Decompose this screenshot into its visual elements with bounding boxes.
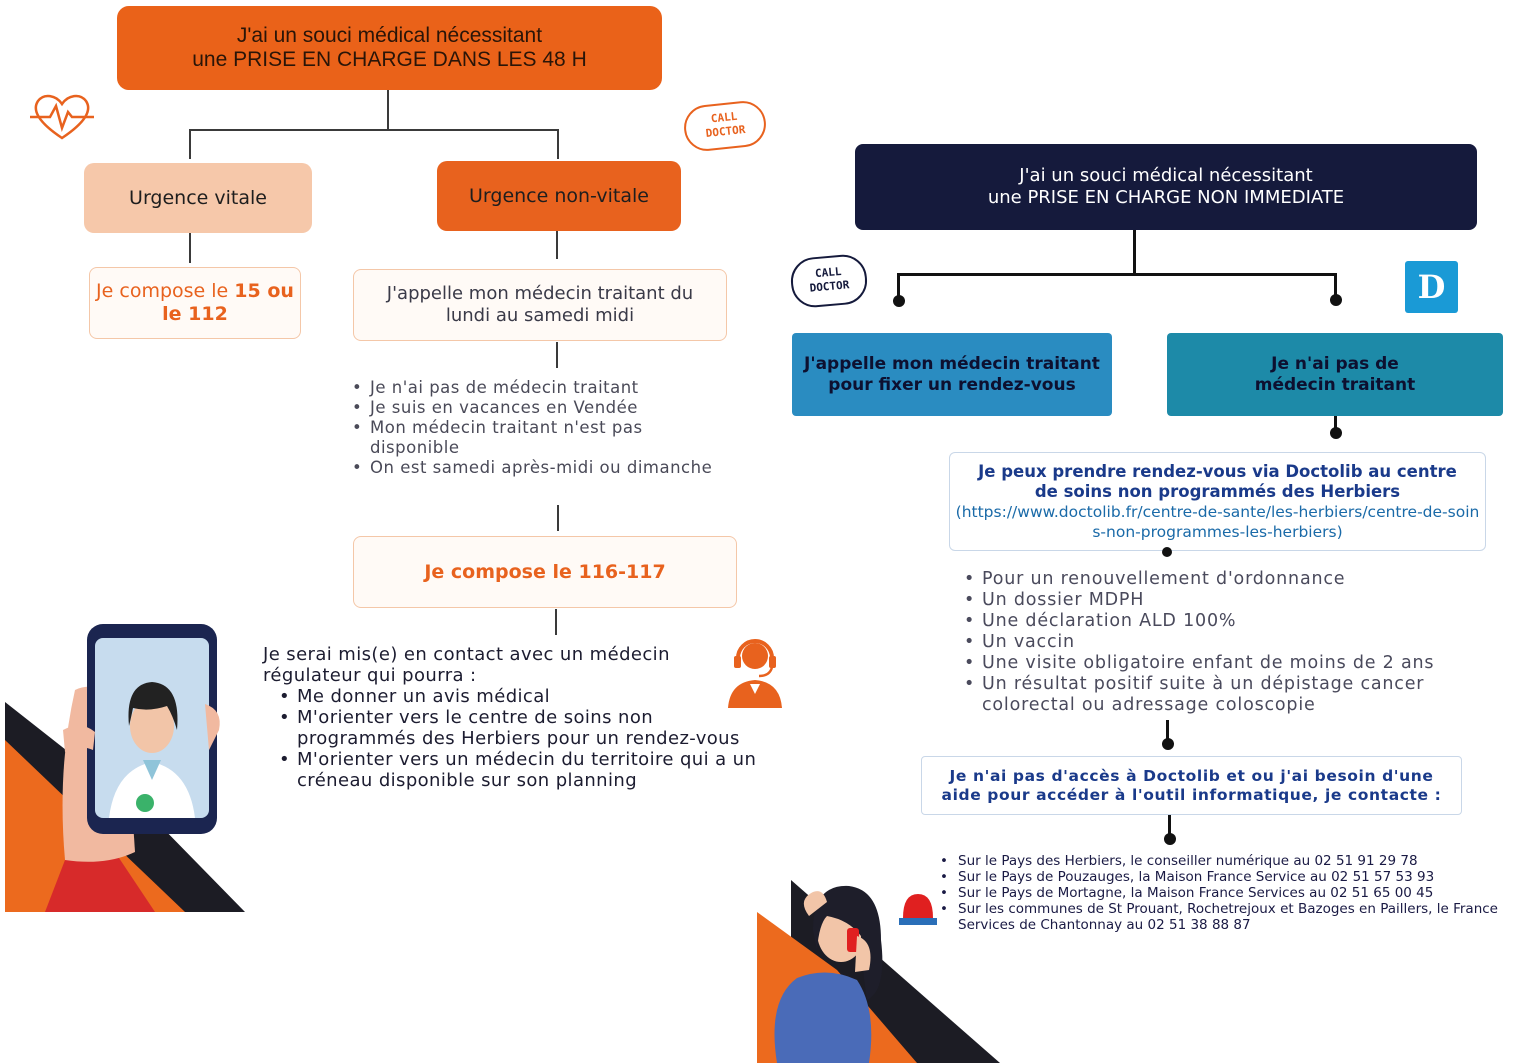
branch-pas-medecin-text: Je n'ai pas de médecin traitant bbox=[1254, 354, 1416, 395]
contact-item: Sur le Pays de Mortagne, la Maison Franc… bbox=[938, 885, 1528, 901]
compose-num-15: 15 bbox=[234, 280, 261, 303]
urgence-non-vitale-label: Urgence non-vitale bbox=[469, 185, 649, 207]
doctolib-box: Je peux prendre rendez-vous via Doctolib… bbox=[949, 452, 1486, 551]
reason-item: Une déclaration ALD 100% bbox=[962, 611, 1482, 632]
doctolib-url-link[interactable]: (https://www.doctolib.fr/centre-de-sante… bbox=[955, 502, 1480, 541]
help-box: Je n'ai pas d'accès à Doctolib et ou j'a… bbox=[921, 756, 1462, 815]
appel-medecin-text: J'appelle mon médecin traitant du lundi … bbox=[386, 282, 694, 327]
contact-item: Sur le Pays de Pouzauges, la Maison Fran… bbox=[938, 869, 1528, 885]
heartbeat-icon bbox=[30, 94, 94, 140]
regulateur-item: M'orienter vers un médecin du territoire… bbox=[277, 749, 763, 791]
regulateur-item: M'orienter vers le centre de soins non p… bbox=[277, 707, 747, 749]
left-top-line1: J'ai un souci médical nécessitant bbox=[236, 23, 543, 47]
regulateur-text-block: Je serai mis(e) en contact avec un médec… bbox=[263, 644, 763, 791]
regulateur-item: Me donner un avis médical bbox=[277, 686, 763, 707]
compose-prefix: Je compose le bbox=[96, 280, 235, 303]
appel-medecin-box: J'appelle mon médecin traitant du lundi … bbox=[353, 269, 727, 341]
compose-116-117-box: Je compose le 116-117 bbox=[353, 536, 737, 608]
compose-num-112: le 112 bbox=[162, 303, 228, 325]
branch-medecin-traitant-box: J'appelle mon médecin traitant pour fixe… bbox=[792, 333, 1112, 416]
doctolib-logo-letter: D bbox=[1417, 268, 1446, 306]
right-top-line2: une PRISE EN CHARGE NON IMMEDIATE bbox=[987, 187, 1345, 208]
left-top-box: J'ai un souci médical nécessitant une PR… bbox=[117, 6, 662, 90]
headset-operator-icon bbox=[728, 639, 782, 708]
reason-item: Pour un renouvellement d'ordonnance bbox=[962, 569, 1482, 590]
contacts-list: Sur le Pays des Herbiers, le conseiller … bbox=[938, 853, 1528, 933]
doctolib-box-text: Je peux prendre rendez-vous via Doctolib… bbox=[978, 461, 1457, 501]
help-box-text: Je n'ai pas d'accès à Doctolib et ou j'a… bbox=[941, 766, 1442, 804]
reason-item: Un dossier MDPH bbox=[962, 590, 1482, 611]
reason-item: Un vaccin bbox=[962, 632, 1482, 653]
compose-116-117-text: Je compose le 116-117 bbox=[424, 561, 666, 583]
call-doctor-badge-right: CALL DOCTOR bbox=[788, 252, 870, 310]
contact-item: Sur les communes de St Prouant, Rochetre… bbox=[938, 901, 1523, 933]
urgence-non-vitale-box: Urgence non-vitale bbox=[437, 161, 681, 231]
urgence-vitale-label: Urgence vitale bbox=[129, 187, 267, 209]
condition-item: Je suis en vacances en Vendée bbox=[350, 398, 760, 418]
condition-item: Je n'ai pas de médecin traitant bbox=[350, 378, 760, 398]
compose-15-112-box: Je compose le 15 ou le 112 bbox=[89, 267, 301, 339]
phone-doctor-illustration bbox=[5, 624, 245, 912]
right-top-line1: J'ai un souci médical nécessitant bbox=[1019, 164, 1313, 186]
condition-item: Mon médecin traitant n'est pas disponibl… bbox=[350, 418, 690, 458]
left-top-line2: une PRISE EN CHARGE DANS LES 48 H bbox=[192, 48, 587, 71]
reason-item: Une visite obligatoire enfant de moins d… bbox=[962, 653, 1482, 674]
compose-ou: ou bbox=[260, 280, 294, 303]
branch-pas-medecin-box: Je n'ai pas de médecin traitant bbox=[1167, 333, 1503, 416]
urgence-vitale-box: Urgence vitale bbox=[84, 163, 312, 233]
reasons-list: Pour un renouvellement d'ordonnance Un d… bbox=[962, 569, 1482, 716]
right-top-box: J'ai un souci médical nécessitant une PR… bbox=[855, 144, 1477, 230]
reason-item: Un résultat positif suite à un dépistage… bbox=[962, 674, 1482, 716]
contact-item: Sur le Pays des Herbiers, le conseiller … bbox=[938, 853, 1528, 869]
siren-icon bbox=[899, 894, 937, 925]
worried-woman-illustration bbox=[757, 880, 1000, 1063]
regulateur-intro: Je serai mis(e) en contact avec un médec… bbox=[263, 644, 670, 686]
doctolib-logo-icon: D bbox=[1405, 261, 1458, 313]
condition-item: On est samedi après-midi ou dimanche bbox=[350, 458, 760, 478]
branch-medecin-traitant-text: J'appelle mon médecin traitant pour fixe… bbox=[804, 354, 1100, 395]
call-doctor-badge-left: CALL DOCTOR bbox=[681, 98, 769, 154]
conditions-list: Je n'ai pas de médecin traitant Je suis … bbox=[350, 378, 760, 478]
